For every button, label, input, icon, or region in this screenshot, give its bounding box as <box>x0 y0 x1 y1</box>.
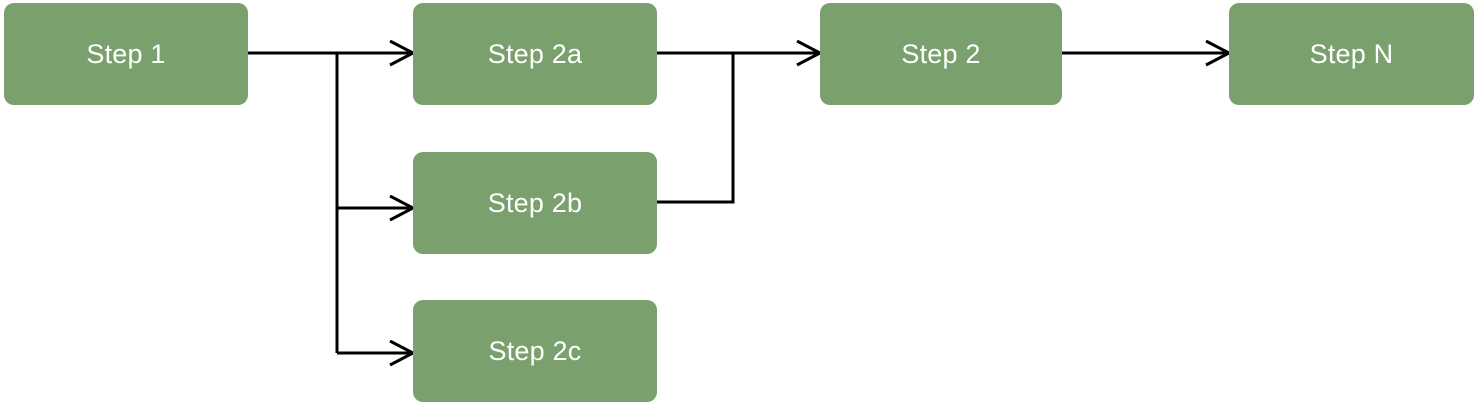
node-step1-label: Step 1 <box>86 38 166 69</box>
node-step2b: Step 2b <box>413 152 657 254</box>
node-step2c-label: Step 2c <box>488 335 582 366</box>
node-step2-label: Step 2 <box>901 38 981 69</box>
node-stepN: Step N <box>1229 3 1474 105</box>
node-step2a: Step 2a <box>413 3 657 105</box>
node-stepN-label: Step N <box>1309 38 1394 69</box>
node-step1: Step 1 <box>4 3 248 105</box>
node-step2c: Step 2c <box>413 300 657 402</box>
node-step2a-label: Step 2a <box>487 38 583 69</box>
node-step2: Step 2 <box>820 3 1062 105</box>
edge-step2b-merge <box>657 53 735 204</box>
node-step2b-label: Step 2b <box>487 187 583 218</box>
